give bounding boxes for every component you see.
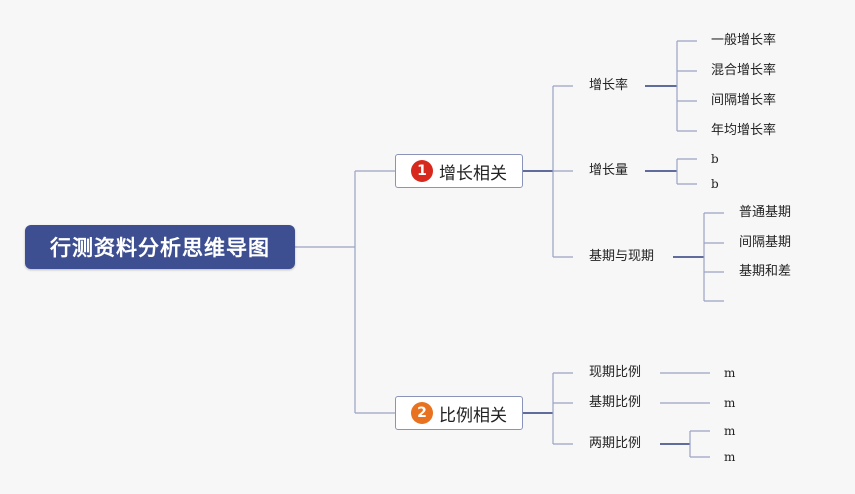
number-badge-2: 2 — [411, 402, 433, 424]
leaf-base-ratio[interactable]: m — [724, 396, 736, 410]
leaf-growth-amount-2[interactable]: b — [711, 177, 719, 191]
branch-ratio[interactable]: 2 比例相关 — [395, 396, 523, 430]
branch-growth-label: 增长相关 — [439, 163, 507, 184]
branch-growth[interactable]: 1 增长相关 — [395, 154, 523, 188]
node-growth-amount[interactable]: 增长量 — [589, 163, 629, 178]
root-topic-label: 行测资料分析思维导图 — [50, 236, 270, 260]
leaf-base-current-1[interactable]: 普通基期 — [739, 205, 792, 220]
leaf-growth-rate-2[interactable]: 混合增长率 — [711, 63, 777, 78]
root-topic[interactable]: 行测资料分析思维导图 — [25, 225, 295, 269]
leaf-base-current-3[interactable]: 基期和差 — [739, 264, 792, 279]
branch-ratio-label: 比例相关 — [439, 405, 507, 426]
leaf-growth-amount-1[interactable]: b — [711, 152, 719, 166]
number-badge-1: 1 — [411, 160, 433, 182]
leaf-base-current-2[interactable]: 间隔基期 — [739, 235, 792, 250]
leaf-current-ratio[interactable]: m — [724, 366, 736, 380]
leaf-growth-rate-4[interactable]: 年均增长率 — [711, 123, 777, 138]
leaf-growth-rate-1[interactable]: 一般增长率 — [711, 33, 777, 48]
node-growth-rate[interactable]: 增长率 — [589, 78, 629, 93]
node-base-ratio[interactable]: 基期比例 — [589, 395, 642, 410]
leaf-two-period-ratio-1[interactable]: m — [724, 424, 736, 438]
node-two-period-ratio[interactable]: 两期比例 — [589, 436, 642, 451]
leaf-two-period-ratio-2[interactable]: m — [724, 450, 736, 464]
node-current-ratio[interactable]: 现期比例 — [589, 365, 642, 380]
leaf-growth-rate-3[interactable]: 间隔增长率 — [711, 93, 777, 108]
node-base-current[interactable]: 基期与现期 — [589, 249, 655, 264]
